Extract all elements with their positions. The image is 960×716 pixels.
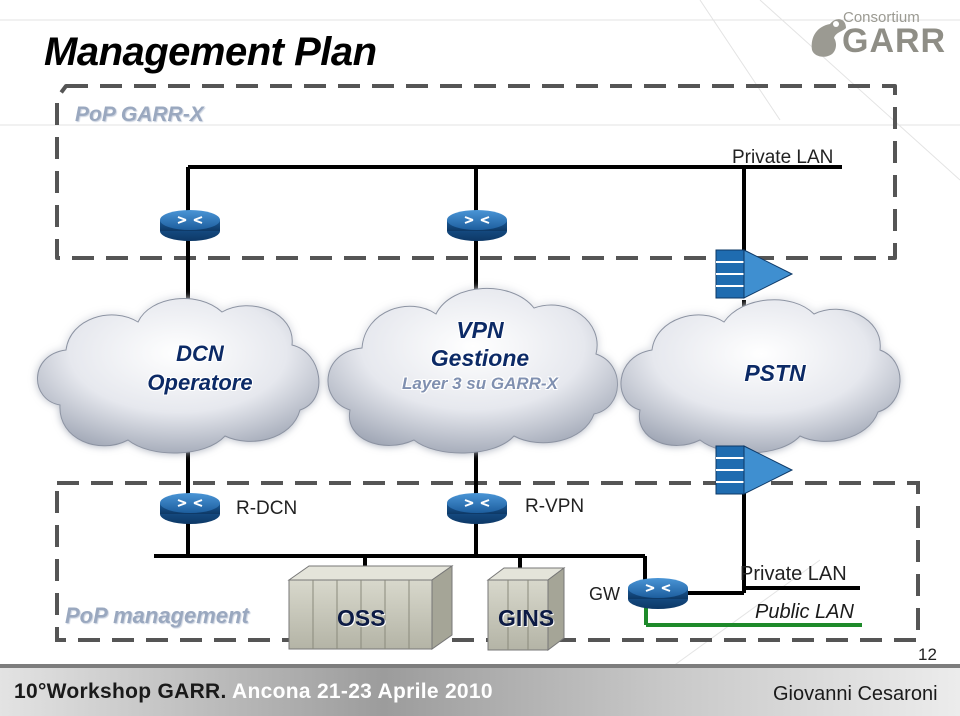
cloud-icon (327, 288, 618, 454)
cloud-dcn-subtitle: Operatore (147, 370, 253, 395)
cloud-vpn-detail: Layer 3 su GARR-X (402, 374, 558, 393)
private-lan-top-label: Private LAN (732, 147, 834, 168)
presenter-name: Giovanni Cesaroni (773, 683, 938, 705)
cloud-vpn-title: VPN (456, 317, 504, 343)
pop-garrx-region (55, 84, 897, 260)
router-rvpn-label: R-VPN (525, 496, 585, 517)
server-rack-icon (486, 567, 566, 651)
logo-consortium-text: Consortium (843, 9, 920, 26)
router-icon (447, 493, 507, 524)
pop-garrx-label: PoP GARR-X (75, 103, 204, 126)
router-rdcn-label: R-DCN (236, 498, 298, 519)
cloud-vpn-subtitle: Gestione (430, 345, 530, 371)
server-oss-label: OSS (337, 605, 386, 631)
server-gins-label: GINS (498, 605, 555, 631)
footer-rule (0, 664, 960, 668)
private-lan-bottom-label: Private LAN (740, 563, 847, 585)
firewall-icon (715, 445, 794, 495)
logo-garr-text: GARR (842, 22, 947, 60)
footer-event-place-date: Ancona 21-23 Aprile 2010 (232, 680, 493, 703)
footer-band (0, 664, 960, 716)
cloud-dcn-title: DCN (176, 341, 224, 366)
slide-title: Management Plan (44, 30, 377, 74)
router-icon (160, 493, 220, 524)
garr-logo-emblem (811, 19, 846, 57)
public-lan-label: Public LAN (755, 601, 854, 623)
page-number: 12 (918, 645, 937, 664)
pop-management-label: PoP management (65, 603, 249, 628)
footer-event: 10°Workshop GARR. Ancona 21-23 Aprile 20… (14, 680, 493, 704)
router-icon (447, 210, 507, 241)
cloud-icon (37, 298, 320, 454)
footer-event-name: 10°Workshop GARR. (14, 680, 227, 703)
router-icon (160, 210, 220, 241)
firewall-icon (715, 249, 794, 299)
server-rack-icon (287, 565, 454, 650)
cloud-pstn-title: PSTN (744, 360, 806, 386)
router-icon (628, 578, 688, 609)
router-gw-label: GW (589, 584, 620, 604)
